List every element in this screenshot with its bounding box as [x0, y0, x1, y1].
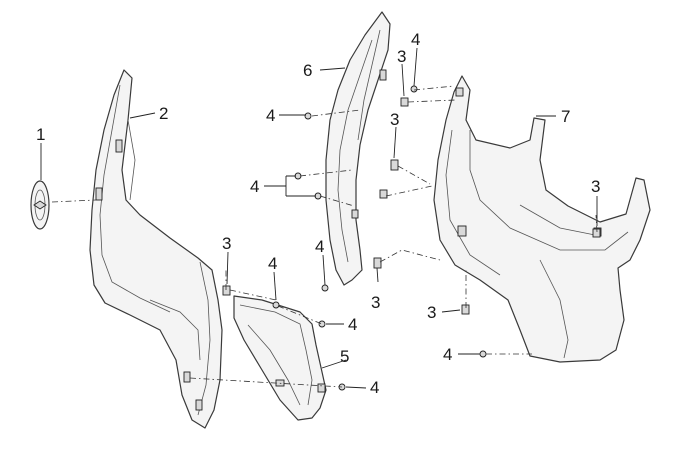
part-2-left-cover	[89, 69, 223, 429]
callout-4: 4	[348, 315, 357, 334]
screw-4a	[410, 85, 418, 93]
callout-3: 3	[397, 47, 406, 66]
clip-3a	[222, 285, 231, 296]
part-6-center-strip	[325, 11, 391, 286]
clip-3b	[400, 97, 409, 107]
screw-4g	[318, 320, 326, 328]
callout-3: 3	[591, 177, 600, 196]
screw-4b	[304, 112, 312, 120]
callout-3: 3	[427, 303, 436, 322]
callout-4: 4	[315, 237, 324, 256]
part-5-lower-panel	[233, 295, 327, 421]
callout-4: 4	[250, 177, 259, 196]
clip-3c	[390, 159, 399, 171]
callout-7: 7	[561, 107, 570, 126]
leader-lines	[40, 47, 598, 389]
clip-3d	[379, 189, 388, 199]
hardware	[222, 85, 601, 391]
callout-3: 3	[222, 234, 231, 253]
screw-4e	[321, 284, 329, 292]
callout-4: 4	[443, 345, 452, 364]
part-1-emblem	[30, 180, 50, 230]
callout-4: 4	[411, 30, 420, 49]
callout-2: 2	[159, 104, 168, 123]
callout-4: 4	[268, 254, 277, 273]
screw-4f	[272, 301, 280, 309]
screw-4i	[479, 350, 487, 358]
part-7-leg-shield	[433, 75, 651, 363]
callout-5: 5	[340, 347, 349, 366]
callout-1: 1	[36, 125, 45, 144]
callout-4: 4	[266, 106, 275, 125]
callout-4: 4	[370, 378, 379, 397]
callout-3: 3	[390, 110, 399, 129]
callout-3: 3	[371, 293, 380, 312]
clip-3f	[461, 304, 470, 315]
callout-labels: 1 2 3 3 3 3 3 3 4 4 4 4 4 4 4 4 5 6 7	[36, 30, 600, 397]
assembly-lines	[51, 85, 598, 388]
callout-6: 6	[303, 61, 312, 80]
clip-3e	[373, 257, 382, 269]
